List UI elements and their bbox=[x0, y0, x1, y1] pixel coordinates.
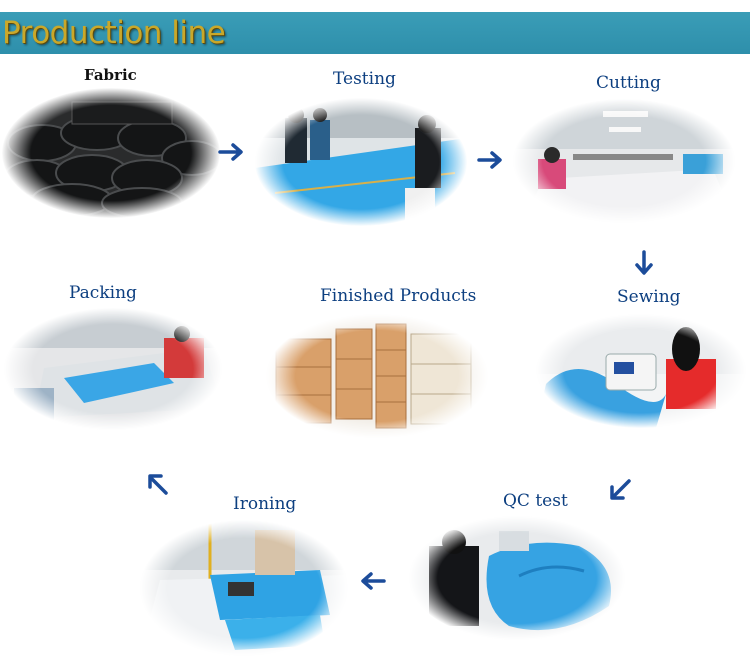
arrow-icon-down bbox=[628, 248, 660, 280]
arrow-icon-right-2 bbox=[475, 144, 507, 176]
sewing-station-image bbox=[536, 314, 746, 428]
step-label-packing: Packing bbox=[69, 283, 137, 303]
ironing-station-image bbox=[140, 520, 348, 656]
step-label-testing: Testing bbox=[333, 69, 396, 89]
arrow-icon-right-1 bbox=[216, 136, 248, 168]
qc-test-photo bbox=[409, 516, 625, 640]
arrow-icon-up-left bbox=[142, 468, 174, 500]
step-label-qc-test: QC test bbox=[503, 491, 568, 511]
arrow-icon-down-left bbox=[604, 474, 636, 506]
arrow-icon-left bbox=[356, 565, 388, 597]
packing-table-image bbox=[4, 308, 222, 430]
testing-table-image bbox=[255, 98, 467, 226]
step-label-fabric: Fabric bbox=[84, 66, 137, 84]
finished-products-photo bbox=[266, 314, 488, 438]
cutting-room-image bbox=[513, 99, 735, 223]
step-label-cutting: Cutting bbox=[596, 73, 661, 93]
fabric-photo bbox=[2, 88, 220, 218]
step-label-ironing: Ironing bbox=[233, 494, 297, 514]
step-label-finished-products: Finished Products bbox=[320, 286, 477, 306]
step-label-sewing: Sewing bbox=[617, 287, 681, 307]
testing-photo bbox=[255, 98, 467, 226]
carton-boxes-image bbox=[266, 314, 488, 438]
quality-check-image bbox=[409, 516, 625, 640]
sewing-photo bbox=[536, 314, 746, 428]
page-title: Production line bbox=[2, 15, 226, 51]
ironing-photo bbox=[140, 520, 348, 656]
fabric-rolls-image bbox=[2, 88, 220, 218]
packing-photo bbox=[4, 308, 222, 430]
cutting-photo bbox=[513, 99, 735, 223]
header-bar: Production line bbox=[0, 12, 750, 54]
